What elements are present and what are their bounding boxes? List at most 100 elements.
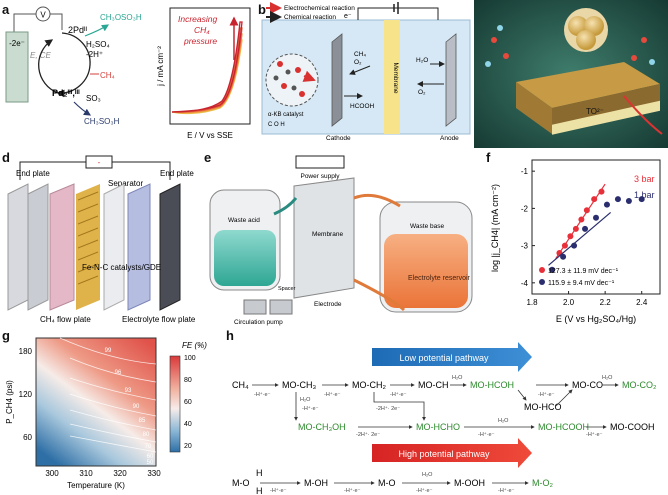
cv-annotation-2: CH₄ [194,25,210,35]
high-pathway-arrow [372,438,532,468]
minus2h-label: -2H⁺ [86,50,103,59]
waste-acid-label: Waste acid [228,217,260,224]
ch4-flow-label: CH₄ flow plate [40,315,91,324]
hm-xtick-300: 300 [45,469,59,478]
high-pathway-label: High potential pathway [398,449,490,459]
membrane [384,20,400,134]
sphere-zoom-icon [564,8,608,52]
h-top: H [256,468,263,478]
membrane-label: Membrane [312,231,343,238]
hcooh-out: HCOOH [350,103,375,110]
x-tick-label: 1.8 [526,298,538,307]
low-pathway-label: Low potential pathway [399,353,489,363]
y-tick-label: -3 [521,242,529,251]
voltmeter-label: V [40,11,46,20]
electrolyte-reservoir-label: Electrolyte reservoir [408,275,471,282]
panel-label-g: g [2,328,10,343]
anode-plate [445,33,457,127]
membrane-stack [293,177,355,299]
contour-50: 50 [147,460,154,466]
step-10: -H⁺·e⁻ [270,487,287,494]
cv-annotation-1: Increasing [178,14,217,24]
hm-xtick-310: 310 [79,469,93,478]
step-5: -H⁺·e⁻ [302,405,319,412]
step-8: -H⁺·e⁻ [586,431,603,438]
cv-annotation-3: pressure [183,36,217,46]
end-plate-right-label: End plate [160,169,194,178]
catalyst-zoom [265,53,319,107]
panel-b-cell: e⁻ Electrochemical reaction Chemical rea… [261,2,471,142]
panel-label-f: f [486,150,491,165]
mo-hcho: MO-HCHO [416,422,460,432]
mo-hcooh: MO-HCOOH [538,422,589,432]
ch4-flow-plate [49,183,75,311]
data-point-1-3 [582,225,589,232]
spacer-label: Spacer [278,286,296,292]
series-label-1bar: 1 bar [634,190,655,200]
separator-label: Separator [108,179,143,188]
hm-ylabel: P_CH4 (psi) [5,380,14,424]
electrolyte-flow-plate [127,183,151,311]
data-point-0-3 [572,225,579,232]
step-2: -H⁺·e⁻ [324,391,341,398]
data-point-1-5 [603,201,610,208]
fe-heatmap: 99 96 93 90 85 80 70 60 50 180 120 60 30… [5,337,207,490]
fit-label-3bar: 127.3 ± 11.9 mV dec⁻¹ [548,268,619,275]
cb-tick-100: 100 [184,355,196,362]
cb-tick-80: 80 [184,377,192,384]
circulation-pump-icon [243,299,293,315]
contour-80: 80 [143,432,150,438]
y-tick-label: -2 [521,204,529,213]
step-4: -H⁺·e⁻ [538,391,555,398]
m-o2: M-O₂ [532,478,553,488]
power-supply-label: Power supply [300,173,340,180]
h2so4-label: H₂SO₄ [86,40,110,49]
mo-hcoh: MO-HCOH [470,380,514,390]
cb-tick-60: 60 [184,399,192,406]
step-1: -H⁺·e⁻ [254,391,271,398]
mo-ch: MO-CH [418,380,449,390]
panel-label-d: d [2,150,10,165]
ch3so3h-label: CH₃SO₃H [84,117,120,126]
h2o-3: H₂O [300,397,311,403]
atoms-legend: C O H [268,122,285,128]
legend-dot-3bar [539,267,545,273]
data-point-0-2 [567,233,574,240]
hm-xtick-320: 320 [113,469,127,478]
data-point-1-1 [560,253,567,260]
catalyst-label: α-KB catalyst [268,112,304,118]
legend-dot-1bar [539,279,545,285]
h2o-2: H₂O [602,375,613,381]
cathode-label: Cathode [326,135,351,142]
m-o: M-O [378,478,396,488]
waste-base-label: Waste base [410,223,444,230]
panel-e-reactor: Power supply Waste acid Membrane Spacer … [209,155,473,326]
membrane-label: Membrane [392,62,399,93]
y-tick-label: -4 [521,279,529,288]
h2o-5: H₂O [422,472,433,478]
panel-label-a: a [2,2,10,17]
fit-label-1bar: 115.9 ± 9.4 mV dec⁻¹ [548,280,615,287]
end-plate-left-label: End plate [16,169,50,178]
electrode-block [5,31,29,103]
mo-co2: MO-CO₂ [622,380,657,390]
pd2star-label: Pd₂ᴵᴵᴵ,ᴵᴵᴵ [52,88,80,98]
data-point-1-0 [549,266,556,273]
step-6: -2H⁺· 2e⁻ [376,405,400,412]
separator-plate [103,183,125,311]
contour-99: 99 [105,348,112,354]
hm-ytick-120: 120 [19,390,33,399]
end-plate-right [159,183,181,311]
cv-chart: Increasing CH₄ pressure E / V vs SSE j /… [156,7,251,140]
svg-text:-: - [98,158,101,167]
panel-label-h: h [226,328,234,343]
anode-label: Anode [440,135,459,142]
low-pathway-arrow [372,342,532,372]
cb-tick-20: 20 [184,443,192,450]
ch3oso3h-label: CH₃OSO₃H [100,13,142,22]
legend-electrochem: Electrochemical reaction [284,5,355,12]
to2-label: TO²⁻ [586,107,604,116]
y-tick-label: -1 [521,167,529,176]
cathode-plate [331,33,343,127]
